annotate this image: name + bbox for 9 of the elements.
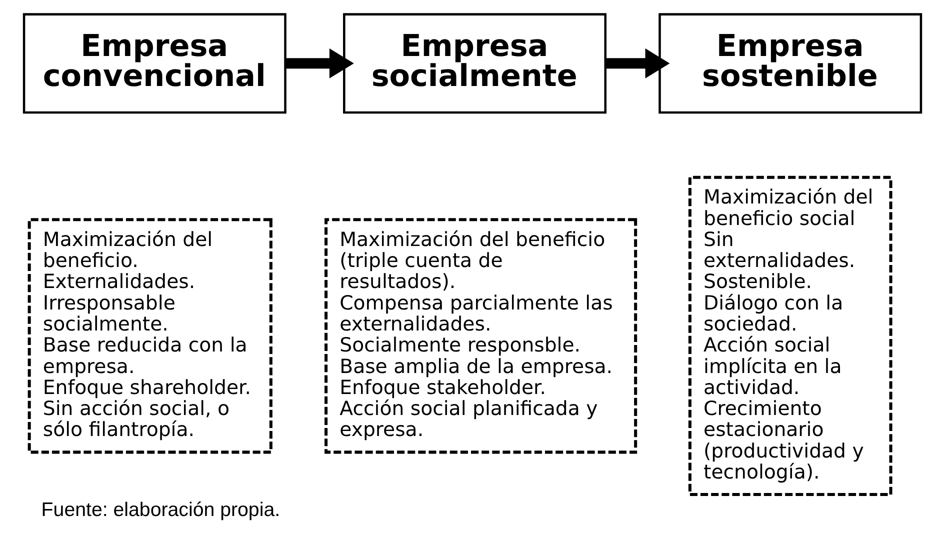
- caption: Fuente: elaboración propia.: [40, 499, 280, 522]
- node-box: Empresa convencional: [22, 13, 286, 114]
- node-box: Empresa sostenible: [658, 13, 922, 114]
- node-box: Empresa socialmente: [342, 13, 606, 114]
- node-box: Maximización del beneficio social Sin externalidades. Sostenible. Diálogo con la sociedad. Acción social implícita en la actividad. Crecimiento estacionario (productividad y tecnología).: [688, 176, 892, 496]
- arrow: [604, 48, 670, 78]
- node-box: Maximización del beneficio (triple cuenta de resultados). Compensa parcialmente las externalidades. Socialmente responsble. Base amplia de la empresa. Enfoque stakeholder. Acción social planificada y expresa.: [324, 218, 637, 454]
- arrow: [284, 48, 354, 78]
- node-box: Maximización del beneficio. Externalidades. Irresponsable socialmente. Base reducida con la empresa. Enfoque shareholder. Sin acción social, o sólo filantropía.: [27, 218, 272, 454]
